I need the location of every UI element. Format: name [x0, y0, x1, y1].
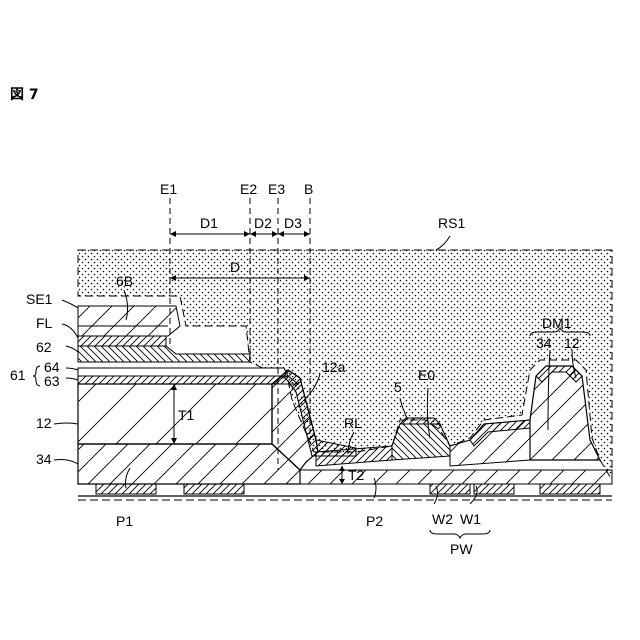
label-5: 5	[394, 379, 402, 395]
label-fl: FL	[36, 315, 53, 331]
electrode-p1-b	[184, 484, 244, 494]
label-d1: D1	[200, 215, 218, 231]
label-w2: W2	[432, 511, 453, 527]
electrode-right	[540, 484, 600, 494]
bump-5-cap	[400, 418, 440, 424]
label-dm1-34: 34	[536, 335, 552, 351]
label-dm1: DM1	[542, 315, 572, 331]
label-rs1: RS1	[438, 215, 465, 231]
layer-34-left	[78, 444, 300, 484]
layer-se1	[78, 306, 180, 336]
layer-34-right	[300, 470, 612, 484]
label-p1: P1	[116, 513, 133, 529]
layer-62	[78, 346, 250, 362]
label-12: 12	[36, 415, 52, 431]
brace-pw	[430, 530, 490, 538]
electrode-w2	[430, 484, 470, 494]
label-12a: 12a	[322, 359, 346, 375]
label-w1: W1	[460, 511, 481, 527]
layer-63	[78, 376, 298, 384]
label-t1: T1	[178, 407, 195, 423]
label-e2: E2	[240, 181, 257, 197]
label-d2: D2	[254, 215, 272, 231]
label-34: 34	[36, 451, 52, 467]
label-pw: PW	[450, 541, 473, 557]
label-p2: P2	[366, 513, 383, 529]
bump-5	[392, 424, 450, 460]
label-61: 61	[10, 367, 26, 383]
label-e0: E0	[418, 367, 435, 383]
electrode-w1	[474, 484, 514, 494]
layer-64	[78, 368, 288, 376]
label-b: B	[304, 181, 313, 197]
layer-12-block	[78, 384, 272, 444]
layer-fl	[78, 336, 166, 346]
label-d: D	[230, 259, 240, 275]
label-rl: RL	[344, 415, 362, 431]
label-63: 63	[44, 373, 60, 389]
label-e3: E3	[268, 181, 285, 197]
label-62: 62	[36, 339, 52, 355]
label-6b: 6B	[116, 273, 133, 289]
brace-61	[33, 366, 40, 386]
label-t2: T2	[348, 467, 365, 483]
label-d3: D3	[284, 215, 302, 231]
label-dm1-12: 12	[564, 335, 580, 351]
label-e1: E1	[160, 181, 177, 197]
label-se1: SE1	[26, 291, 53, 307]
